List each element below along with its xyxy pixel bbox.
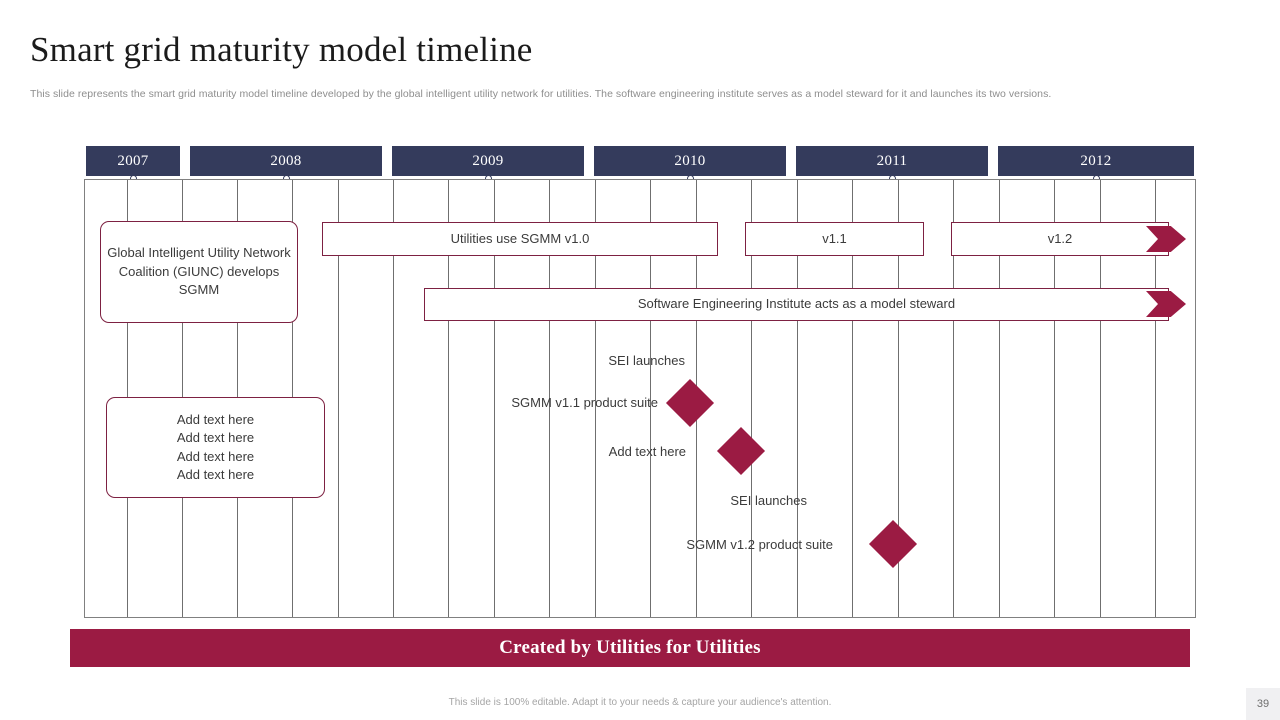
grid-line — [852, 180, 853, 617]
year-bar-2012[interactable]: 2012 — [998, 146, 1194, 176]
add-text-box-label: Add text here Add text here Add text her… — [176, 411, 255, 483]
milestone-sgmm-v12-line2: SGMM v1.2 product suite — [686, 537, 833, 552]
year-label: 2007 — [117, 152, 149, 169]
v11-label: v1.1 — [822, 230, 847, 246]
grid-line — [448, 180, 449, 617]
year-header-row: 2007 2008 2009 2010 2011 2012 — [86, 146, 1194, 182]
v11-bar[interactable]: v1.1 — [745, 222, 924, 256]
footer-banner: Created by Utilities for Utilities — [70, 629, 1190, 667]
year-bar-2011[interactable]: 2011 — [796, 146, 988, 176]
grid-line — [393, 180, 394, 617]
milestone-sgmm-v11-line2: SGMM v1.1 product suite — [511, 395, 658, 410]
year-bar-2010[interactable]: 2010 — [594, 146, 786, 176]
grid-line — [953, 180, 954, 617]
utilities-sgmm-v10-bar[interactable]: Utilities use SGMM v1.0 — [322, 222, 718, 256]
year-label: 2011 — [876, 152, 908, 169]
page-number: 39 — [1246, 688, 1280, 720]
v12-label: v1.2 — [1047, 230, 1073, 246]
sei-steward-label: Software Engineering Institute acts as a… — [637, 296, 956, 312]
footer-note: This slide is 100% editable. Adapt it to… — [448, 697, 832, 708]
grid-line — [797, 180, 798, 617]
year-bar-2007[interactable]: 2007 — [86, 146, 180, 176]
milestone-sgmm-v12-line1: SEI launches — [730, 493, 807, 508]
grid-line — [595, 180, 596, 617]
year-label: 2012 — [1080, 152, 1112, 169]
v12-bar[interactable]: v1.2 — [951, 222, 1169, 256]
grid-line — [999, 180, 1000, 617]
year-bar-2009[interactable]: 2009 — [392, 146, 584, 176]
grid-line — [898, 180, 899, 617]
grid-line — [494, 180, 495, 617]
grid-line — [751, 180, 752, 617]
milestone-add-text-label: Add text here — [608, 444, 686, 459]
add-text-box[interactable]: Add text here Add text here Add text her… — [106, 397, 325, 498]
grid-line — [650, 180, 651, 617]
page-title: Smart grid maturity model timeline — [30, 30, 533, 69]
giunc-box-label: Global Intelligent Utility Network Coali… — [107, 245, 291, 298]
year-label: 2008 — [270, 152, 302, 169]
grid-line — [1100, 180, 1101, 617]
footer-banner-label: Created by Utilities for Utilities — [499, 637, 761, 658]
grid-line — [1054, 180, 1055, 617]
grid-line — [338, 180, 339, 617]
utilities-sgmm-v10-label: Utilities use SGMM v1.0 — [450, 230, 590, 246]
year-bar-2008[interactable]: 2008 — [190, 146, 382, 176]
grid-line — [549, 180, 550, 617]
milestone-sgmm-v11-line1: SEI launches — [608, 353, 685, 368]
year-label: 2010 — [674, 152, 706, 169]
giunc-box[interactable]: Global Intelligent Utility Network Coali… — [100, 221, 298, 323]
grid-line — [1155, 180, 1156, 617]
year-label: 2009 — [472, 152, 504, 169]
page-subtitle: This slide represents the smart grid mat… — [30, 88, 1052, 100]
sei-steward-bar[interactable]: Software Engineering Institute acts as a… — [424, 288, 1169, 321]
